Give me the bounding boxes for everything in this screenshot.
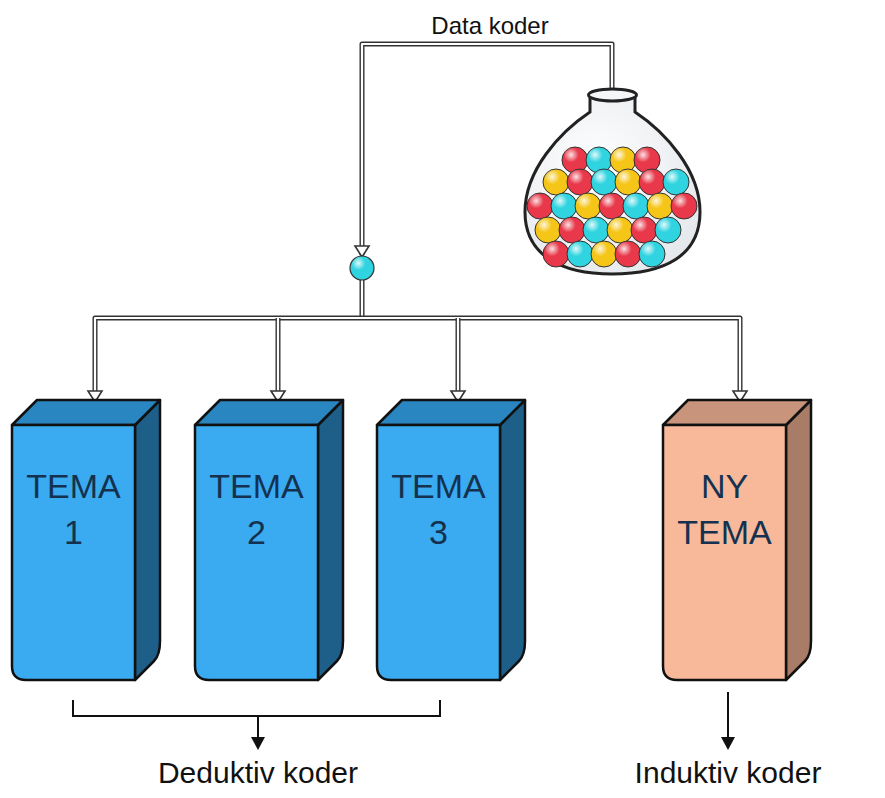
ball <box>599 193 625 219</box>
theme-box: TEMA 1 <box>12 425 135 565</box>
ball <box>583 217 609 243</box>
ball <box>562 147 588 173</box>
distribution-line <box>457 318 459 398</box>
box-shape <box>663 400 811 680</box>
ball-shine <box>350 256 374 280</box>
arrowhead <box>251 737 265 750</box>
ball <box>647 193 673 219</box>
ball <box>663 169 689 195</box>
ball <box>671 193 697 219</box>
ball <box>543 241 569 267</box>
ball <box>655 217 681 243</box>
ball <box>591 169 617 195</box>
ball <box>543 169 569 195</box>
distribution-line <box>360 280 365 318</box>
ball <box>623 193 649 219</box>
bracket <box>73 700 440 716</box>
ball <box>527 193 553 219</box>
distribution-line <box>95 318 740 398</box>
distribution-line <box>456 318 461 398</box>
ball <box>631 217 657 243</box>
ball <box>567 241 593 267</box>
ball <box>567 169 593 195</box>
distribution-line <box>95 318 740 398</box>
ball <box>559 217 585 243</box>
category-label: Induktiv koder <box>635 756 822 790</box>
arrow-line <box>727 692 729 738</box>
arrow-line <box>257 716 259 738</box>
data-ball <box>350 256 374 280</box>
ball <box>586 147 612 173</box>
ball <box>575 193 601 219</box>
arrowhead <box>355 246 369 257</box>
theme-label: NY TEMA <box>673 463 776 555</box>
box-shape <box>12 400 160 680</box>
distribution-line <box>276 318 281 398</box>
ball <box>615 241 641 267</box>
data-line <box>362 44 612 255</box>
theme-box: TEMA 2 <box>195 425 318 565</box>
jar-rim <box>589 89 637 101</box>
category-label: Deduktiv koder <box>158 756 358 790</box>
ball <box>535 217 561 243</box>
ball <box>551 193 577 219</box>
distribution-line <box>277 318 279 398</box>
ball <box>615 169 641 195</box>
ball <box>634 147 660 173</box>
theme-label: TEMA 2 <box>205 463 308 555</box>
flow-label: Data koder <box>431 12 548 40</box>
theme-box: NY TEMA <box>663 425 786 565</box>
ball <box>639 169 665 195</box>
ball <box>639 241 665 267</box>
ball <box>607 217 633 243</box>
data-line <box>362 44 612 255</box>
arrowhead <box>721 737 735 750</box>
jar <box>525 95 700 274</box>
ball <box>610 147 636 173</box>
distribution-line <box>361 280 363 318</box>
box-shape <box>377 400 525 680</box>
ball <box>591 241 617 267</box>
box-shape <box>195 400 343 680</box>
theme-box: TEMA 3 <box>377 425 500 565</box>
theme-label: TEMA 3 <box>387 463 490 555</box>
theme-label: TEMA 1 <box>22 463 125 555</box>
